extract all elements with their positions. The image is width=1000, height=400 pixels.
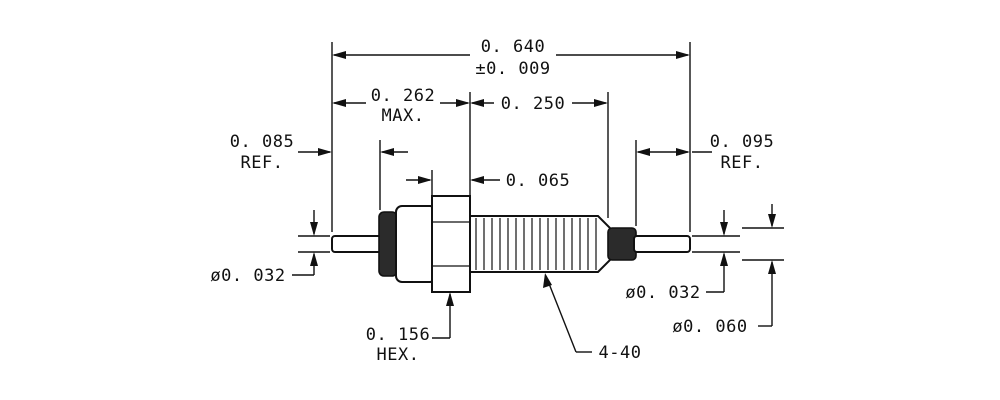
thread-lines	[475, 218, 597, 270]
round-body	[395, 205, 437, 283]
left-pin-diameter-label: ø0. 032	[210, 266, 285, 286]
shoulder-diameter-label: ø0. 060	[672, 317, 747, 337]
thread-length-label: 0. 250	[501, 94, 565, 114]
right-knurl-ring	[607, 227, 637, 261]
dimension-labels: 0. 640 ±0. 009 0. 262 MAX. 0. 250 0. 085…	[210, 37, 774, 365]
head-length-label: 0. 262	[371, 86, 435, 106]
left-knurl-ring	[378, 211, 398, 277]
left-pin	[331, 235, 385, 253]
right-pin-length-note: REF.	[721, 153, 764, 173]
overall-length-label: 0. 640	[481, 37, 545, 57]
right-pin	[633, 235, 691, 253]
head-length-note: MAX.	[382, 106, 425, 126]
right-pin-diameter-label: ø0. 032	[625, 283, 700, 303]
right-pin-length-label: 0. 095	[710, 132, 774, 152]
left-pin-length-label: 0. 085	[230, 132, 294, 152]
collar-width-label: 0. 065	[506, 171, 570, 191]
hex-nut	[431, 195, 471, 293]
left-pin-length-note: REF.	[241, 153, 284, 173]
hex-size-note: HEX.	[377, 345, 420, 365]
thread-callout-label: 4-40	[599, 343, 642, 363]
hex-size-label: 0. 156	[366, 325, 430, 345]
dimension-lines	[292, 42, 784, 353]
overall-tolerance-label: ±0. 009	[475, 59, 550, 79]
connector-pin-part	[331, 195, 691, 293]
